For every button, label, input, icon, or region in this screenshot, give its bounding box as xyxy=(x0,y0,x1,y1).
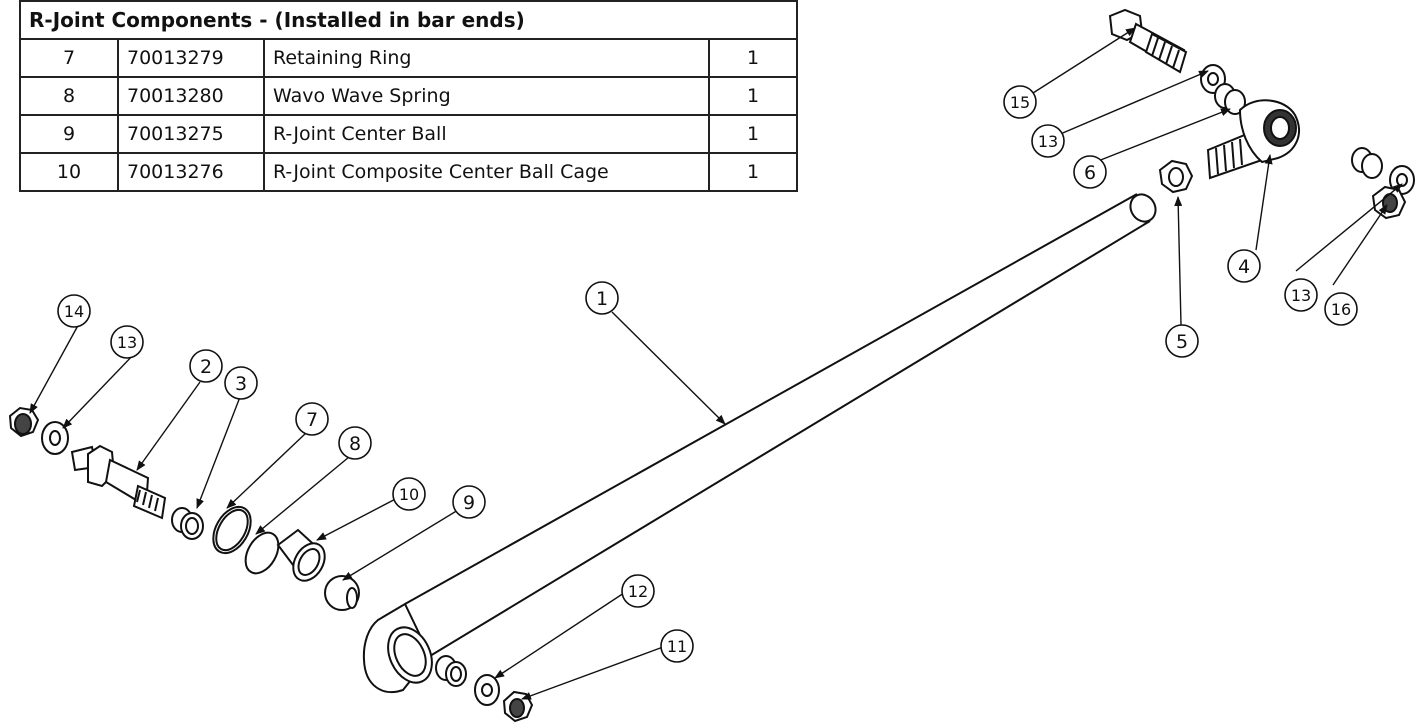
part-number: 70013280 xyxy=(117,76,265,116)
callout-13-right: 13 xyxy=(1284,278,1318,312)
table-row: 8 70013280 Wavo Wave Spring 1 xyxy=(19,76,798,116)
callout-7: 7 xyxy=(295,402,329,436)
part-description: R-Joint Composite Center Ball Cage xyxy=(263,152,710,192)
section-title: R-Joint Components - (Installed in bar e… xyxy=(19,0,798,40)
part-description: R-Joint Center Ball xyxy=(263,114,710,154)
part-number: 70013275 xyxy=(117,114,265,154)
callout-1: 1 xyxy=(585,281,619,315)
svg-text:9: 9 xyxy=(463,492,475,514)
svg-text:10: 10 xyxy=(399,485,419,504)
callout-11: 11 xyxy=(660,629,694,663)
left-hardware-parts xyxy=(8,406,534,723)
part-number: 70013279 xyxy=(117,38,265,78)
item-number: 8 xyxy=(19,76,119,116)
callout-9: 9 xyxy=(452,485,486,519)
svg-text:6: 6 xyxy=(1084,162,1096,184)
item-number: 10 xyxy=(19,152,119,192)
callout-6: 6 xyxy=(1073,155,1107,189)
svg-text:13: 13 xyxy=(117,333,137,352)
callout-3: 3 xyxy=(224,366,258,400)
part-description: Retaining Ring xyxy=(263,38,710,78)
table-row: 7 70013279 Retaining Ring 1 xyxy=(19,38,798,78)
callout-13-left: 13 xyxy=(110,325,144,359)
item-number: 9 xyxy=(19,114,119,154)
tube-bar-part xyxy=(404,193,1157,657)
svg-text:11: 11 xyxy=(667,637,687,656)
parts-table: R-Joint Components - (Installed in bar e… xyxy=(19,0,798,192)
svg-text:3: 3 xyxy=(235,373,247,395)
callout-8: 8 xyxy=(338,426,372,460)
callout-16: 16 xyxy=(1324,292,1358,326)
table-row: 9 70013275 R-Joint Center Ball 1 xyxy=(19,114,798,154)
quantity: 1 xyxy=(708,152,798,192)
callout-5: 5 xyxy=(1165,324,1199,358)
table-row: 10 70013276 R-Joint Composite Center Bal… xyxy=(19,152,798,192)
callout-13-top-right: 13 xyxy=(1031,124,1065,158)
callout-4: 4 xyxy=(1227,249,1261,283)
svg-text:2: 2 xyxy=(200,356,212,378)
quantity: 1 xyxy=(708,38,798,78)
svg-text:13: 13 xyxy=(1291,286,1311,305)
svg-text:16: 16 xyxy=(1331,300,1351,319)
bar-end-housing-part xyxy=(362,602,433,694)
callout-10: 10 xyxy=(392,477,426,511)
svg-text:14: 14 xyxy=(64,302,84,321)
right-hardware-parts xyxy=(1108,8,1415,220)
callout-leaders xyxy=(29,27,1403,700)
part-number: 70013276 xyxy=(117,152,265,192)
quantity: 1 xyxy=(708,76,798,116)
callout-2: 2 xyxy=(189,349,223,383)
svg-text:4: 4 xyxy=(1238,256,1250,278)
quantity: 1 xyxy=(708,114,798,154)
item-number: 7 xyxy=(19,38,119,78)
svg-text:12: 12 xyxy=(628,582,648,601)
callout-14: 14 xyxy=(57,294,91,328)
svg-text:13: 13 xyxy=(1038,132,1058,151)
svg-text:5: 5 xyxy=(1176,331,1188,353)
table-section-row: R-Joint Components - (Installed in bar e… xyxy=(19,0,798,40)
svg-text:8: 8 xyxy=(349,433,361,455)
svg-text:1: 1 xyxy=(596,288,608,310)
callout-15: 15 xyxy=(1003,85,1037,119)
callout-12: 12 xyxy=(621,574,655,608)
part-description: Wavo Wave Spring xyxy=(263,76,710,116)
svg-text:7: 7 xyxy=(306,409,318,431)
svg-text:15: 15 xyxy=(1010,93,1030,112)
